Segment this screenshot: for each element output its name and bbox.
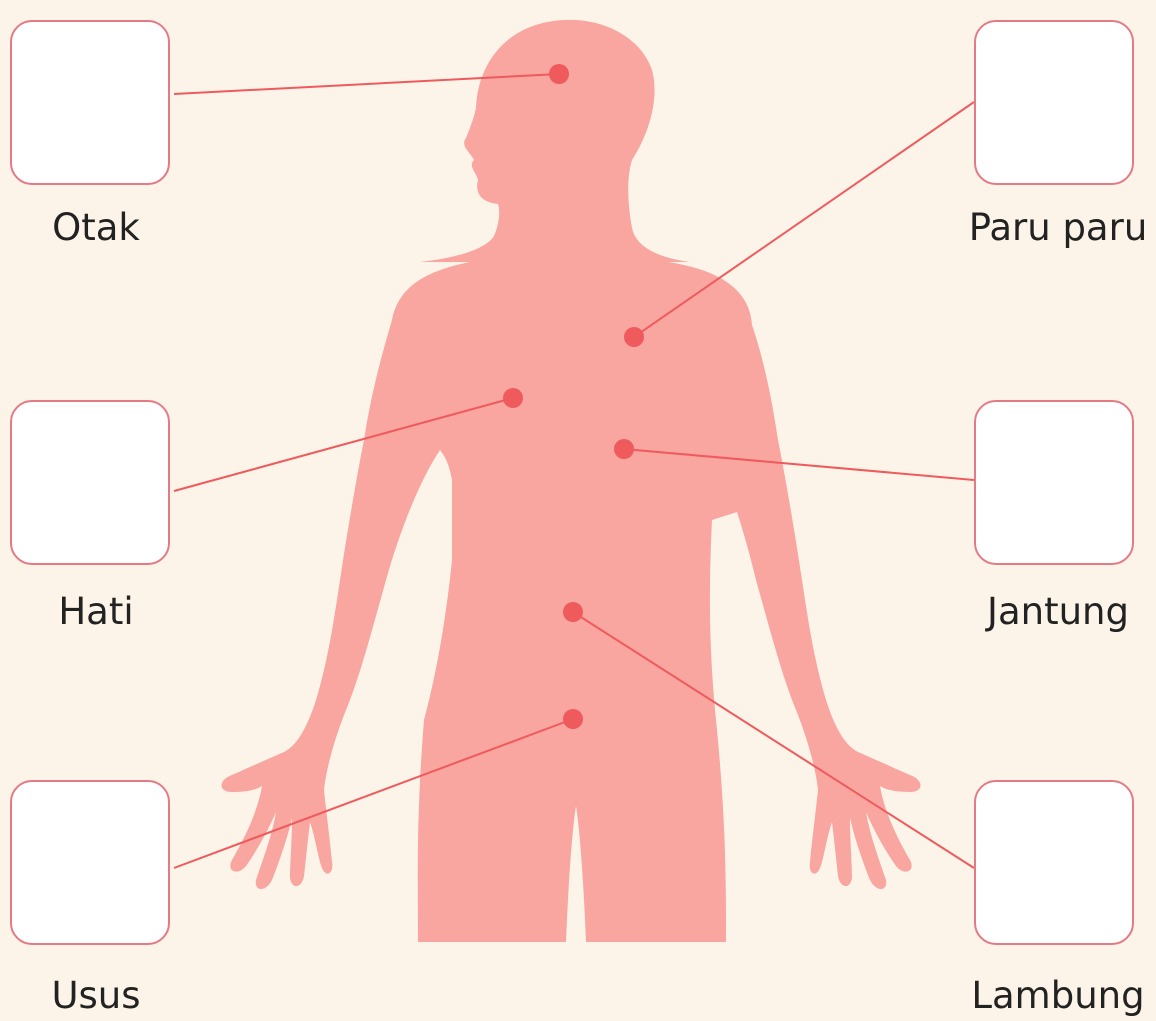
marker-paru-paru [624,327,644,347]
label-usus: Usus [0,974,206,1018]
leader-line-paru-paru [634,102,974,337]
head-silhouette [420,20,690,262]
answer-box-hati[interactable] [10,400,170,565]
human-silhouette [222,20,921,942]
marker-usus [563,709,583,729]
answer-box-lambung[interactable] [974,780,1134,945]
torso-silhouette [380,262,775,942]
answer-box-otak[interactable] [10,20,170,185]
marker-otak [549,64,569,84]
marker-lambung [563,602,583,622]
label-paru-paru: Paru paru [948,206,1156,250]
marker-hati [503,388,523,408]
answer-box-usus[interactable] [10,780,170,945]
answer-box-jantung[interactable] [974,400,1134,565]
answer-box-paru-paru[interactable] [974,20,1134,185]
label-hati: Hati [0,590,206,634]
label-lambung: Lambung [948,974,1156,1018]
marker-jantung [614,439,634,459]
label-jantung: Jantung [948,590,1156,634]
left-arm-silhouette [222,320,441,889]
label-otak: Otak [0,206,206,250]
right-arm-silhouette [712,325,921,889]
